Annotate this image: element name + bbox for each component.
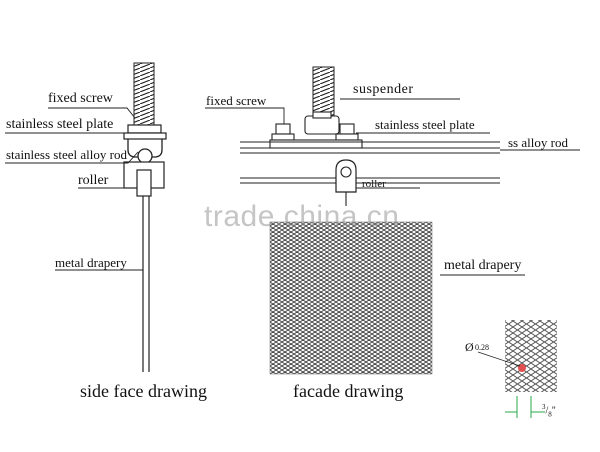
side-screw: [133, 62, 155, 126]
facade-roller-label: roller: [362, 178, 386, 190]
watermark: trade.china.cn: [204, 200, 400, 233]
side-face-drawing-caption: side face drawing: [80, 381, 207, 401]
facade-fixed-screw-label: fixed screw: [206, 93, 267, 108]
side-stainless-steel-plate-label: stainless steel plate: [6, 117, 114, 132]
facade-mesh-panel: [269, 221, 433, 375]
spacing-denominator: 8: [548, 410, 552, 419]
facade-nuts: [271, 111, 359, 141]
side-drapery-profile: [142, 196, 150, 372]
spacing-label: 3/8": [542, 403, 556, 419]
side-fixed-screw-label: fixed screw: [48, 91, 113, 106]
side-view-assembly: [5, 62, 167, 372]
side-leaders: [5, 107, 143, 271]
facade-leaders: [205, 98, 580, 276]
spacing-numerator: 3: [542, 403, 546, 411]
facade-metal-drapery-label: metal drapery: [444, 258, 522, 273]
highlight-marker: [518, 364, 526, 372]
side-roller-label: roller: [78, 173, 109, 188]
facade-plate: [269, 139, 363, 149]
facade-roller: [335, 159, 357, 206]
side-metal-drapery-label: metal drapery: [55, 255, 127, 270]
facade-suspender-label: suspender: [353, 82, 414, 97]
side-rod-bracket: [127, 139, 163, 164]
facade-alloy-rod: [240, 141, 500, 154]
facade-drawing-caption: facade drawing: [293, 381, 404, 401]
mesh-detail: [477, 320, 557, 418]
spacing-unit: ": [551, 405, 556, 417]
side-plate: [123, 124, 167, 140]
facade-view-assembly: [205, 66, 580, 375]
spacing-dimension: [505, 396, 545, 418]
side-roller: [123, 161, 165, 197]
facade-ss-alloy-rod-label: ss alloy rod: [508, 135, 568, 150]
diameter-symbol: Ø: [465, 340, 474, 354]
facade-lower-rail: [240, 177, 500, 184]
facade-stainless-steel-plate-label: stainless steel plate: [375, 117, 475, 132]
diameter-value: 0.28: [475, 343, 489, 352]
side-alloy-rod-label: stainless steel alloy rod: [6, 147, 127, 162]
